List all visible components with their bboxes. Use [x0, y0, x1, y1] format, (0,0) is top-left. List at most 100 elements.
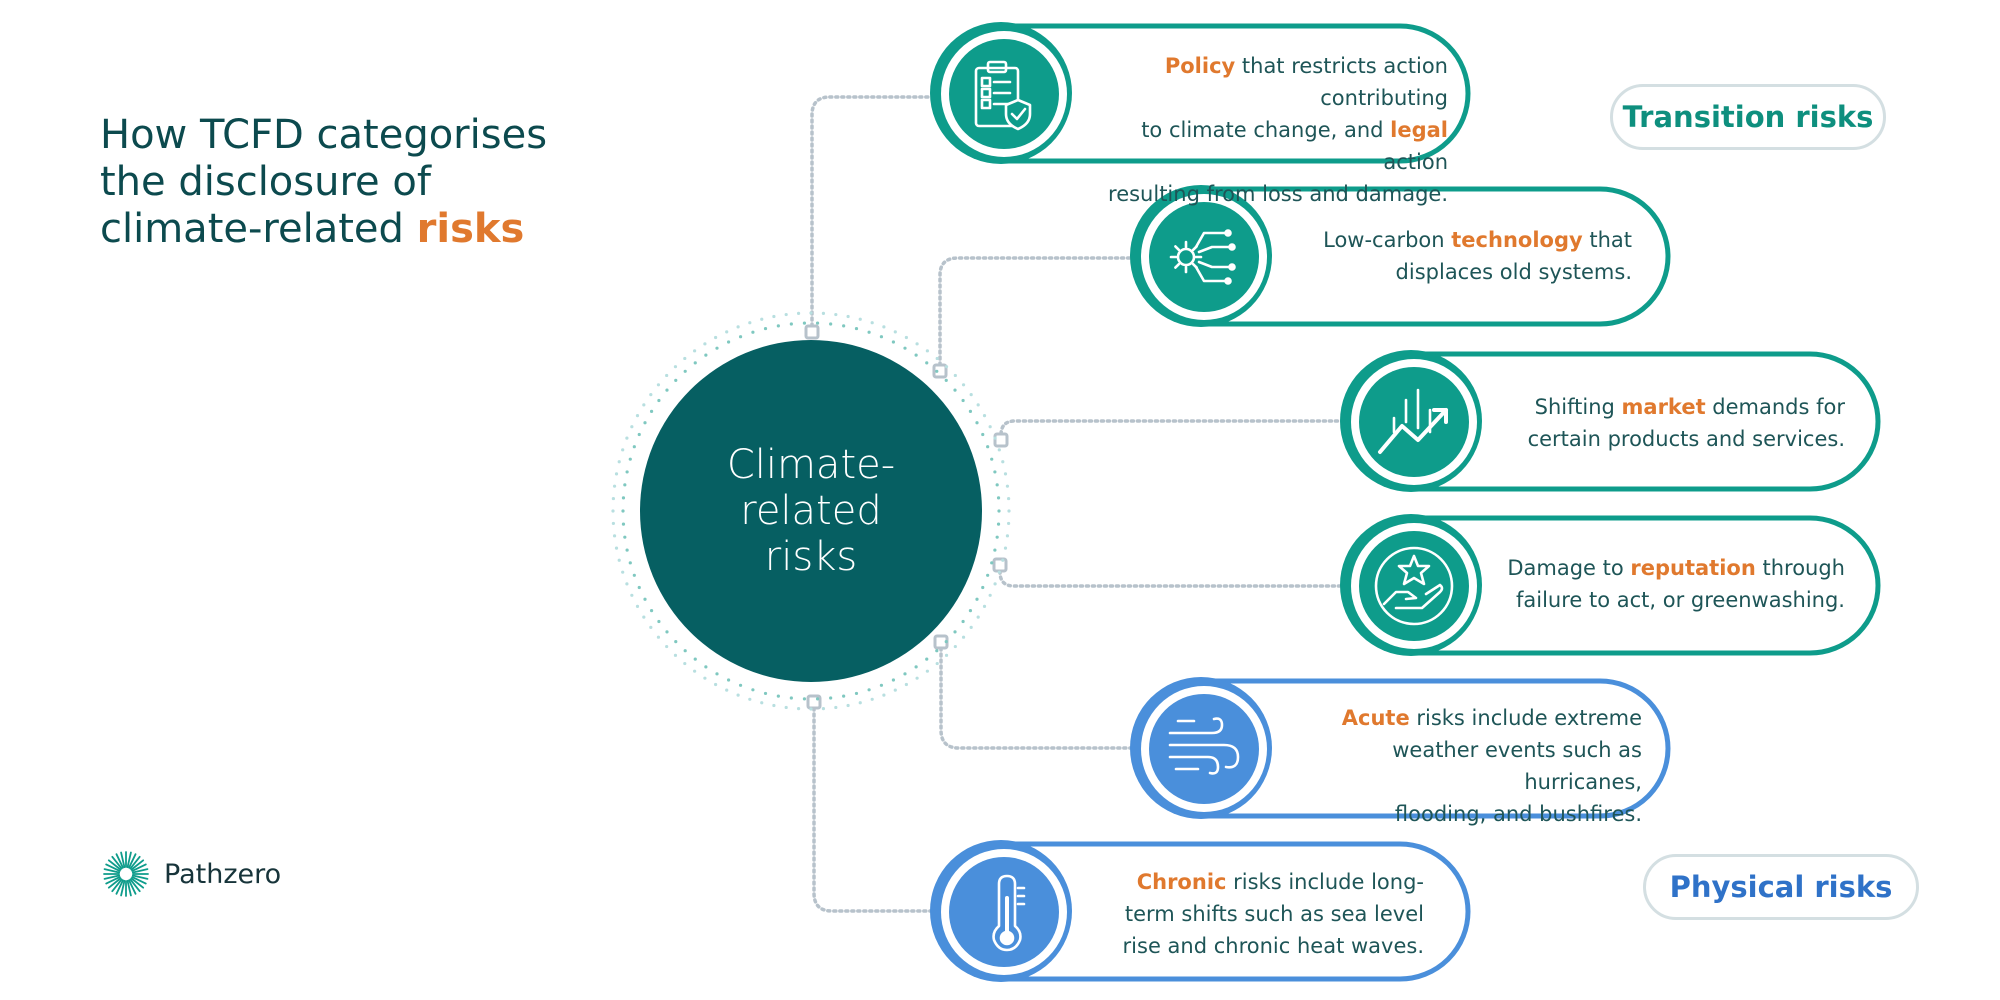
card-text-line: certain products and services.	[1483, 423, 1845, 455]
logo-ray	[120, 879, 126, 897]
ring-dot	[612, 484, 617, 488]
logo-ray	[107, 877, 122, 889]
connector-node	[804, 324, 820, 340]
ring-dot	[995, 483, 999, 487]
card-text-segment: that	[1582, 228, 1632, 252]
ring-dot	[623, 535, 627, 539]
ring-dot	[704, 353, 708, 357]
ring-dot	[748, 321, 752, 325]
ring-dot	[617, 558, 621, 562]
card-text-segment: action	[1383, 150, 1448, 174]
card-description: Chronic risks include long-term shifts s…	[1073, 866, 1424, 962]
ring-dot	[683, 369, 687, 373]
ring-dot	[834, 312, 838, 317]
ring-dot	[643, 597, 647, 601]
card-text-segment: displaces old systems.	[1395, 260, 1632, 284]
card-text-line: Low-carbon technology that	[1273, 224, 1632, 256]
ring-dot	[879, 335, 884, 339]
ring-dot	[657, 619, 661, 624]
icon-disc-inner	[949, 857, 1059, 967]
logo-ray	[115, 879, 124, 895]
ring-dot	[683, 661, 687, 666]
ring-dot	[858, 701, 862, 705]
logo-ray	[105, 863, 121, 872]
ring-dot	[893, 688, 897, 692]
ring-dot	[944, 378, 948, 383]
card-text-segment: flooding, and bushfires.	[1394, 802, 1642, 826]
logo-ray	[111, 855, 123, 870]
ring-dot	[988, 593, 992, 597]
ring-dot	[914, 665, 918, 669]
ring-dot	[649, 409, 654, 413]
ring-dot	[815, 321, 820, 325]
ring-dot	[1003, 472, 1008, 476]
ring-dot	[891, 340, 896, 344]
ring-dot	[693, 349, 697, 353]
ring-dot	[993, 436, 997, 440]
hub-label-line3: risks	[764, 534, 858, 580]
card-text-line: resulting from loss and damage.	[1073, 178, 1448, 210]
ring-dot	[846, 703, 850, 708]
risk-card	[930, 840, 1471, 982]
ring-dot	[772, 314, 776, 319]
ring-dot	[968, 409, 973, 413]
logo-ray	[129, 855, 141, 870]
ring-dot	[621, 509, 625, 513]
ring-dot	[944, 653, 949, 657]
ring-dot	[642, 403, 646, 407]
ring-dot	[982, 604, 987, 608]
connector-node	[932, 363, 948, 379]
ring-dot	[796, 311, 801, 315]
ring-dot	[625, 548, 629, 552]
ring-dot	[621, 522, 626, 526]
ring-dot	[617, 460, 621, 464]
ring-dot	[953, 630, 957, 634]
ring-dot	[760, 317, 764, 321]
card-text-segment: risks include long-	[1226, 870, 1424, 894]
ring-dot	[738, 335, 743, 339]
card-text-line: failure to act, or greenwashing.	[1483, 584, 1845, 616]
market-chart-icon	[1378, 388, 1448, 454]
logo-ray	[130, 859, 145, 871]
ring-dot	[891, 678, 896, 682]
ring-dot	[665, 630, 669, 634]
card-keyword: Acute	[1341, 706, 1410, 730]
ring-dot	[867, 330, 871, 334]
risk-card	[1130, 677, 1671, 819]
ring-dot	[776, 694, 780, 698]
ring-dot	[789, 696, 793, 700]
ring-dot	[995, 535, 999, 539]
ring-dot	[611, 509, 615, 513]
ring-dot	[935, 356, 939, 361]
icon-disc-inner	[1149, 202, 1259, 312]
wind-icon	[1168, 717, 1240, 775]
ring-dot	[935, 661, 939, 666]
ring-dot	[997, 448, 1001, 452]
ring-dot	[715, 346, 719, 350]
logo-ray	[103, 868, 121, 874]
ring-dot	[614, 472, 619, 476]
ring-dot	[996, 522, 1001, 526]
ring-dot	[623, 483, 627, 487]
ring-dot	[1007, 521, 1011, 526]
ring-dot	[630, 593, 634, 597]
cards	[930, 22, 1881, 982]
thermometer-icon	[992, 874, 1026, 952]
ring-dot	[1001, 460, 1005, 464]
ring-dot	[776, 324, 780, 328]
ring-dot	[637, 432, 641, 437]
ring-dot	[625, 582, 629, 586]
ring-dot	[993, 470, 997, 474]
ring-dot	[969, 625, 973, 629]
connector-line	[938, 256, 1132, 373]
ring-dot	[968, 609, 973, 613]
physical-risks-label: Physical risks	[1643, 854, 1919, 920]
ring-dot	[693, 669, 697, 673]
ring-dot	[935, 369, 939, 373]
ring-dot	[625, 470, 629, 474]
ring-dot	[784, 705, 788, 710]
ring-dot	[621, 496, 626, 500]
